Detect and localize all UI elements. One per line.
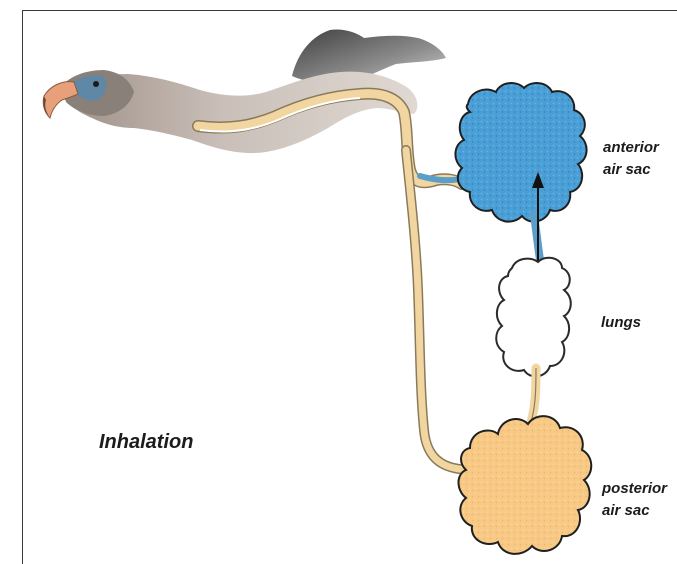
lungs-label: lungs <box>601 313 641 333</box>
phase-title: Inhalation <box>99 430 193 454</box>
anterior-air-sac-label-line2: air sac <box>603 160 651 180</box>
anterior-air-sac <box>455 83 586 222</box>
bird-eye <box>93 81 99 87</box>
anterior-air-sac-label: anterior <box>603 138 659 158</box>
lungs-shape <box>496 258 571 377</box>
posterior-air-sac-label-line2: air sac <box>602 501 650 521</box>
posterior-air-sac <box>459 416 592 554</box>
posterior-air-sac-label: posterior <box>602 479 667 499</box>
